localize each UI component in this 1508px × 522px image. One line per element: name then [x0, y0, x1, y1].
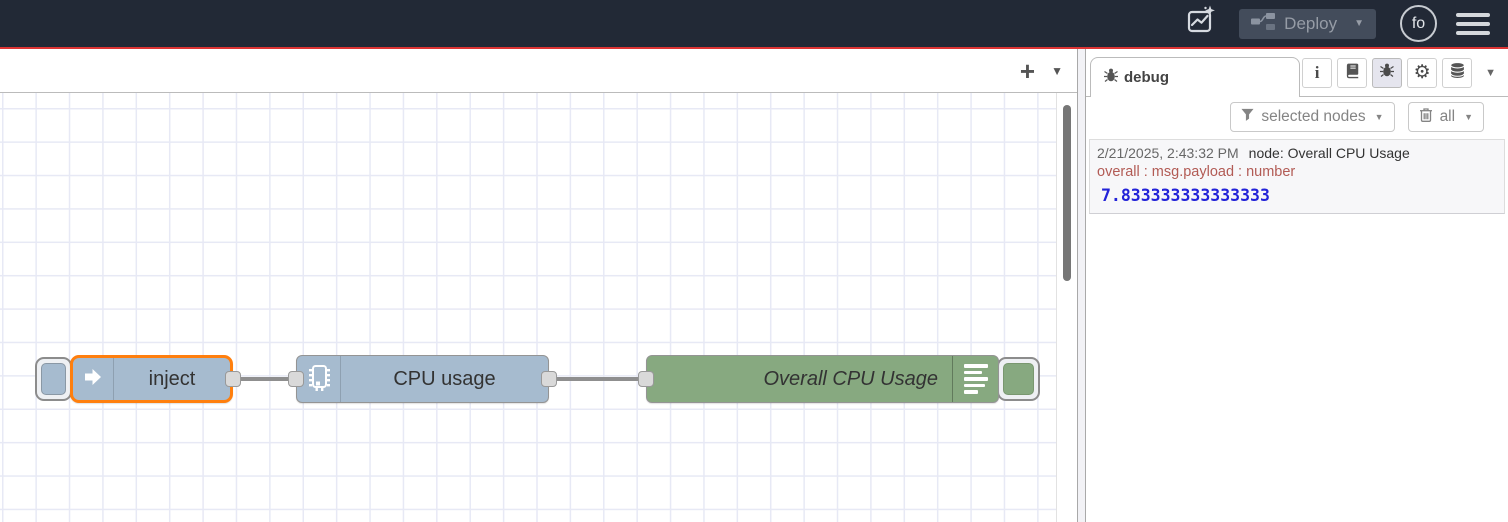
- deploy-caret-icon[interactable]: ▼: [1354, 18, 1364, 29]
- avatar-initials: fo: [1411, 14, 1426, 32]
- user-avatar[interactable]: fo: [1400, 5, 1437, 42]
- deploy-nodes-icon: [1251, 12, 1276, 35]
- node-cpu-usage[interactable]: CPU usage: [296, 355, 549, 403]
- clear-messages-label: all: [1439, 108, 1456, 125]
- context-data-tab-button[interactable]: [1442, 57, 1473, 88]
- workspace-column: + ▼: [0, 49, 1078, 522]
- cpu-output-port[interactable]: [541, 371, 557, 387]
- sidebar: debug i: [1086, 49, 1508, 522]
- debug-tab-button[interactable]: [1372, 57, 1403, 88]
- sidebar-tabbar: debug i: [1086, 49, 1508, 97]
- info-icon: i: [1314, 62, 1320, 82]
- bug-icon: [1103, 67, 1119, 88]
- info-tab-button[interactable]: i: [1302, 57, 1333, 88]
- hamburger-icon: [1456, 12, 1490, 17]
- inject-output-port[interactable]: [225, 371, 241, 387]
- filter-caret-icon: ▼: [1374, 112, 1384, 122]
- config-nodes-tab-button[interactable]: ⚙: [1407, 57, 1438, 88]
- sidebar-tabs-caret-icon[interactable]: ▼: [1485, 66, 1496, 79]
- tab-debug-label: debug: [1124, 69, 1169, 86]
- trash-icon: [1419, 107, 1433, 127]
- message-timestamp: 2/21/2025, 2:43:32 PM: [1097, 145, 1239, 161]
- flow-sparkle-icon: [1184, 4, 1218, 43]
- sidebar-splitter[interactable]: [1078, 49, 1086, 522]
- debug-toolbar: selected nodes ▼ all ▼: [1086, 97, 1508, 137]
- canvas-vscrollbar-thumb[interactable]: [1063, 105, 1071, 281]
- top-accent-line: [0, 47, 1508, 49]
- message-source-node: node: Overall CPU Usage: [1248, 145, 1410, 161]
- main-row: + ▼: [0, 49, 1508, 522]
- main-menu-button[interactable]: [1456, 12, 1490, 35]
- flow-tabbar: + ▼: [0, 49, 1077, 93]
- database-icon: [1449, 62, 1466, 84]
- debug-input-port[interactable]: [638, 371, 654, 387]
- filter-nodes-label: selected nodes: [1261, 108, 1366, 125]
- cpu-chip-icon: [305, 361, 333, 398]
- node-overall-cpu-usage[interactable]: Overall CPU Usage: [646, 355, 999, 403]
- add-flow-button[interactable]: +: [1019, 55, 1036, 86]
- clear-caret-icon: ▼: [1464, 112, 1473, 122]
- clear-messages-button[interactable]: all ▼: [1407, 102, 1484, 132]
- help-tab-button[interactable]: [1337, 57, 1368, 88]
- debug-message[interactable]: 2/21/2025, 2:43:32 PM node: Overall CPU …: [1089, 139, 1505, 214]
- wire-cpu-to-debug[interactable]: [549, 377, 646, 381]
- flow-canvas[interactable]: inject: [0, 93, 1077, 522]
- assistant-button[interactable]: [1181, 4, 1221, 44]
- tab-debug[interactable]: debug: [1090, 57, 1300, 97]
- flow-list-caret-icon[interactable]: ▼: [1051, 63, 1063, 78]
- funnel-icon: [1241, 108, 1254, 126]
- node-label: Overall CPU Usage: [763, 367, 938, 390]
- deploy-label: Deploy: [1284, 13, 1338, 33]
- filter-nodes-button[interactable]: selected nodes ▼: [1230, 102, 1395, 132]
- header-bar: Deploy ▼ fo: [0, 0, 1508, 47]
- cpu-input-port[interactable]: [288, 371, 304, 387]
- deploy-button[interactable]: Deploy ▼: [1239, 8, 1376, 39]
- bug-icon: [1379, 62, 1395, 83]
- inject-trigger-button[interactable]: [35, 357, 72, 401]
- gear-icon: ⚙: [1413, 62, 1431, 83]
- node-label: CPU usage: [393, 367, 496, 390]
- canvas-vscrollbar[interactable]: [1056, 93, 1077, 522]
- message-value: 7.833333333333333: [1101, 186, 1270, 205]
- message-property: overall : msg.payload : number: [1097, 164, 1296, 180]
- node-inject[interactable]: inject: [70, 355, 233, 403]
- debug-console-icon: [963, 364, 988, 394]
- wire-inject-to-cpu[interactable]: [233, 377, 296, 381]
- book-icon: [1344, 62, 1361, 84]
- inject-arrow-icon: [81, 365, 105, 394]
- debug-toggle-button[interactable]: [997, 357, 1040, 401]
- node-label: inject: [148, 367, 196, 390]
- debug-message-list: 2/21/2025, 2:43:32 PM node: Overall CPU …: [1086, 137, 1508, 522]
